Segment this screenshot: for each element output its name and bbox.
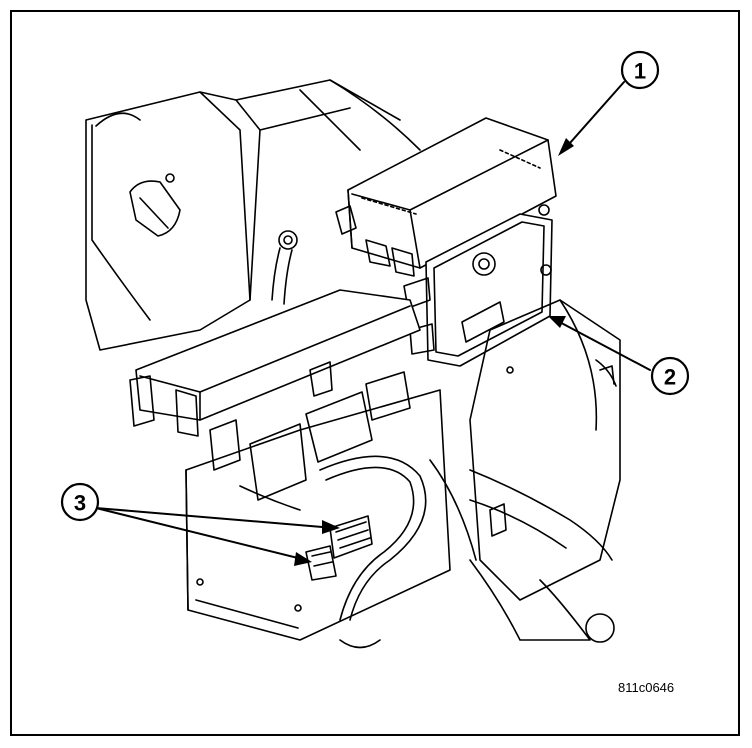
harness-connectors [305, 515, 373, 581]
body-panel [85, 91, 261, 351]
callout-2-label: 2 [664, 365, 676, 390]
connector-bracket [185, 361, 451, 641]
junction-block [335, 117, 557, 277]
callout-1-label: 1 [634, 59, 646, 84]
control-module [403, 204, 553, 367]
long-bracket [129, 289, 421, 437]
floor-structure [429, 299, 621, 643]
background-struts [235, 79, 421, 151]
wiring-harness [239, 455, 427, 649]
callout-3-label: 3 [74, 491, 86, 516]
leader-lines [95, 81, 651, 561]
callout-1: 1 [620, 50, 660, 90]
figure-id: 811c0646 [618, 680, 675, 695]
callout-3: 3 [60, 482, 100, 522]
arrowheads [294, 138, 574, 566]
callout-2: 2 [650, 356, 690, 396]
ground-strap [271, 230, 298, 305]
